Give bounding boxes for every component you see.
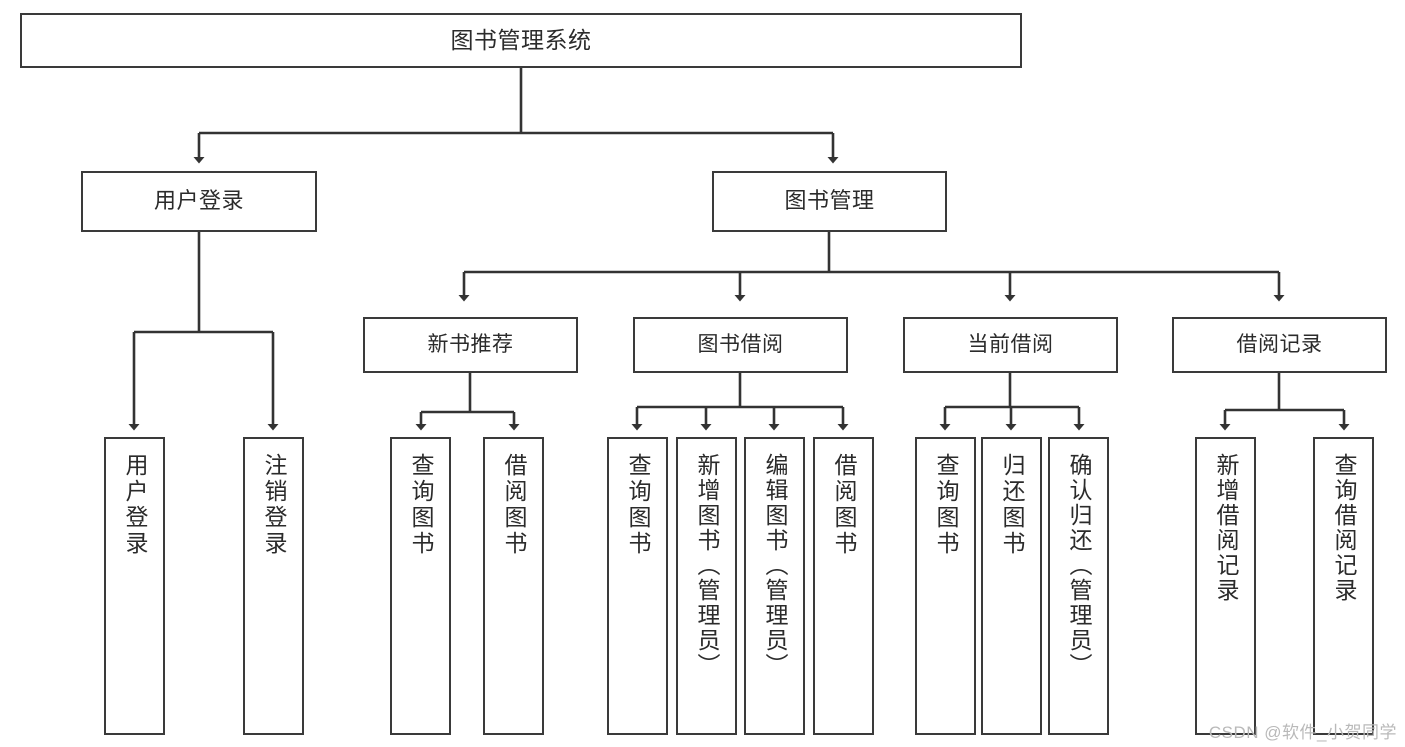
node-user-login[interactable]: 用户登录 [81, 171, 317, 232]
csdn-watermark: CSDN @软件_小贺同学 [1208, 723, 1397, 742]
node-label: 查询借阅记录 [1331, 453, 1357, 603]
leaf-user-login[interactable]: 用户登录 [104, 437, 165, 735]
node-label: 编辑图书（管理员） [762, 453, 788, 678]
node-label: 借阅图书 [831, 453, 857, 557]
node-label: 新增图书（管理员） [694, 453, 720, 678]
node-label: 用户登录 [122, 453, 148, 557]
node-borrow-record[interactable]: 借阅记录 [1172, 317, 1387, 373]
leaf-edit-book[interactable]: 编辑图书（管理员） [744, 437, 805, 735]
leaf-query-book-2[interactable]: 查询图书 [607, 437, 668, 735]
node-book-borrow[interactable]: 图书借阅 [633, 317, 848, 373]
leaf-logout-login[interactable]: 注销登录 [243, 437, 304, 735]
leaf-add-record[interactable]: 新增借阅记录 [1195, 437, 1256, 735]
node-label: 用户登录 [153, 188, 244, 214]
node-label: 查询图书 [408, 453, 434, 557]
node-label: 查询图书 [625, 453, 651, 557]
node-label: 确认归还（管理员） [1066, 453, 1092, 678]
node-label: 借阅图书 [501, 453, 527, 557]
node-label: 归还图书 [999, 453, 1025, 557]
node-label: 注销登录 [261, 453, 287, 557]
node-new-book-recommend[interactable]: 新书推荐 [363, 317, 578, 373]
leaf-borrow-book-2[interactable]: 借阅图书 [813, 437, 874, 735]
leaf-add-book[interactable]: 新增图书（管理员） [676, 437, 737, 735]
node-label: 图书管理 [784, 188, 875, 214]
node-label: 新书推荐 [427, 333, 514, 357]
node-label: 查询图书 [933, 453, 959, 557]
node-label: 图书借阅 [697, 333, 784, 357]
node-label: 借阅记录 [1236, 333, 1323, 357]
leaf-return-book[interactable]: 归还图书 [981, 437, 1042, 735]
node-book-management[interactable]: 图书管理 [712, 171, 947, 232]
leaf-confirm-return[interactable]: 确认归还（管理员） [1048, 437, 1109, 735]
leaf-borrow-book-1[interactable]: 借阅图书 [483, 437, 544, 735]
leaf-query-book-1[interactable]: 查询图书 [390, 437, 451, 735]
leaf-query-book-3[interactable]: 查询图书 [915, 437, 976, 735]
node-label: 新增借阅记录 [1213, 453, 1239, 603]
node-current-borrow[interactable]: 当前借阅 [903, 317, 1118, 373]
leaf-query-record[interactable]: 查询借阅记录 [1313, 437, 1374, 735]
node-root-book-management-system[interactable]: 图书管理系统 [20, 13, 1022, 68]
node-label: 图书管理系统 [450, 26, 592, 53]
node-label: 当前借阅 [967, 333, 1054, 357]
